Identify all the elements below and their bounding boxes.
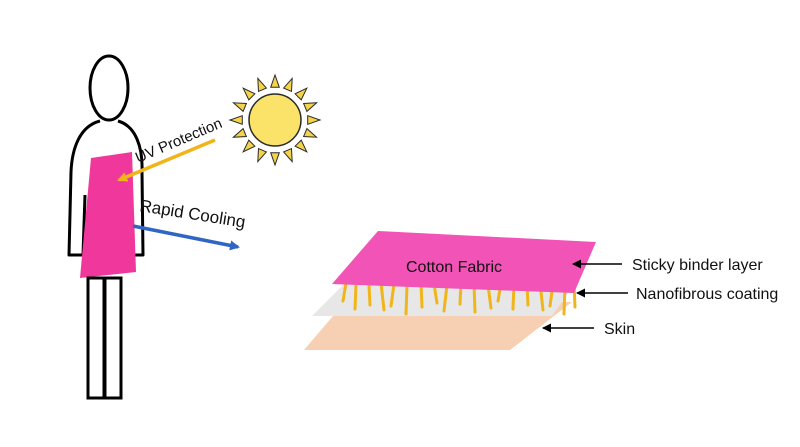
sun-ray — [302, 102, 319, 113]
sun-ray — [257, 76, 268, 93]
sun-ray — [231, 127, 248, 138]
sun-icon — [228, 73, 322, 167]
sun-ray — [242, 139, 256, 153]
person-legs — [86, 276, 123, 400]
nanofibrous-coating-label: Nanofibrous coating — [636, 286, 778, 303]
layer-stack: Cotton Fabric — [304, 231, 596, 350]
nanofibers — [341, 281, 577, 316]
nanofiber — [379, 281, 386, 312]
garment-shirt — [80, 152, 136, 278]
nanofiber — [442, 283, 449, 313]
cotton-fabric-label: Cotton Fabric — [406, 259, 502, 276]
sun-ray — [282, 76, 293, 93]
rapid-cooling-arrow — [132, 224, 240, 251]
sun-rays — [228, 73, 322, 167]
sun-ray — [294, 87, 308, 101]
sun-ray — [294, 139, 308, 153]
nanofiber — [353, 282, 358, 311]
person-figure — [67, 54, 145, 400]
sun-ray — [302, 127, 319, 138]
uv-protection-arrow — [117, 138, 216, 182]
sun-ray — [269, 73, 281, 88]
cotton-fabric-layer — [332, 231, 596, 293]
sun-ray — [228, 114, 243, 126]
nanofiber — [389, 282, 396, 308]
sun-ray — [231, 102, 248, 113]
sun-ray — [257, 147, 268, 164]
skin-label: Skin — [604, 321, 635, 338]
rapid-cooling-label: Rapid Cooling — [138, 196, 246, 231]
sun-ray — [282, 147, 293, 164]
nanofiber — [404, 283, 409, 316]
sun-ray — [242, 87, 256, 101]
person-head — [88, 54, 130, 122]
sun-disc — [248, 93, 302, 147]
sticky-binder-label: Sticky binder layer — [632, 257, 763, 274]
nanofiber — [367, 283, 372, 307]
sun-ray — [307, 114, 322, 126]
sun-ray — [269, 152, 281, 167]
nanofiber — [341, 281, 348, 303]
